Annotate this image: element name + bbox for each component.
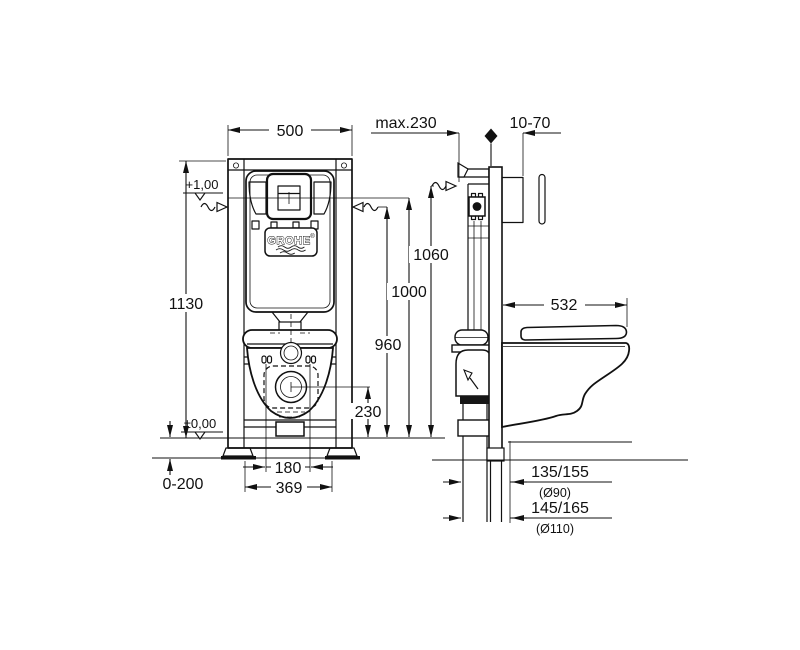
drain-elbow (455, 349, 491, 397)
dim-plate-center-height: 1000 (391, 284, 427, 301)
brand-name: GROHE (267, 235, 310, 247)
dim-drain-height: 230 (355, 404, 382, 421)
frame-main-plate (488, 166, 503, 461)
registered-mark: ® (310, 233, 315, 240)
supply-connection-icon (363, 202, 379, 212)
grohe-logo: GROHE ® (264, 227, 318, 257)
dim-top-connection-height: 1060 (413, 247, 449, 264)
dim-foot-adjust: 0-200 (163, 476, 204, 493)
level-datum-icon (193, 431, 207, 440)
adjustable-foot (326, 447, 358, 457)
mounting-bolt-icon (305, 355, 311, 364)
adjustable-foot (222, 447, 254, 457)
dim-width-500: 500 (277, 123, 304, 140)
dimensions: 500 1130 +1,00 ±0,00 0-200 180 369 (162, 115, 628, 536)
dim-height-1130: 1130 (169, 296, 204, 313)
grohe-wave-icon (277, 245, 305, 249)
flow-arrow-icon (469, 377, 479, 390)
side-view-bowl (501, 324, 631, 429)
mounting-bolt-icon (261, 355, 267, 364)
dim-drain-offset-90: 135/155 (531, 464, 589, 481)
supply-connection-icon (200, 202, 216, 212)
side-view-frame (457, 161, 490, 332)
level-plus-100: +1,00 (186, 177, 219, 192)
level-datum-icon (193, 192, 207, 201)
flush-actuation-plate (538, 173, 546, 225)
dim-drain-offset-110: 145/165 (531, 500, 589, 517)
seat-profile (520, 324, 628, 341)
front-view-bowl (242, 314, 338, 437)
side-view-drain (451, 329, 493, 522)
dim-drain-pipe-90: (Ø90) (539, 486, 571, 500)
front-view-frame (227, 158, 353, 449)
flush-inlet (279, 341, 303, 365)
corner-screw-icon (232, 162, 239, 169)
dim-supply-height: 960 (375, 337, 402, 354)
corner-screw-icon (340, 162, 347, 169)
supply-connection-icon (431, 181, 447, 191)
dim-bowl-depth: 532 (551, 297, 578, 314)
dim-bolt-spacing: 180 (275, 460, 302, 477)
seal-ring (460, 396, 490, 404)
level-zero: ±0,00 (184, 416, 216, 431)
bowl-profile (501, 342, 631, 429)
dim-frame-depth: max.230 (375, 115, 436, 132)
pipe-coupling (457, 419, 493, 437)
dim-actuator-range: 10-70 (510, 115, 551, 132)
dim-base-width: 369 (276, 480, 303, 497)
dim-drain-pipe-110: (Ø110) (536, 522, 574, 536)
front-view-cistern: GROHE ® (245, 170, 335, 332)
actuator-housing (501, 176, 524, 224)
wall-anchor-point-icon (484, 128, 498, 144)
